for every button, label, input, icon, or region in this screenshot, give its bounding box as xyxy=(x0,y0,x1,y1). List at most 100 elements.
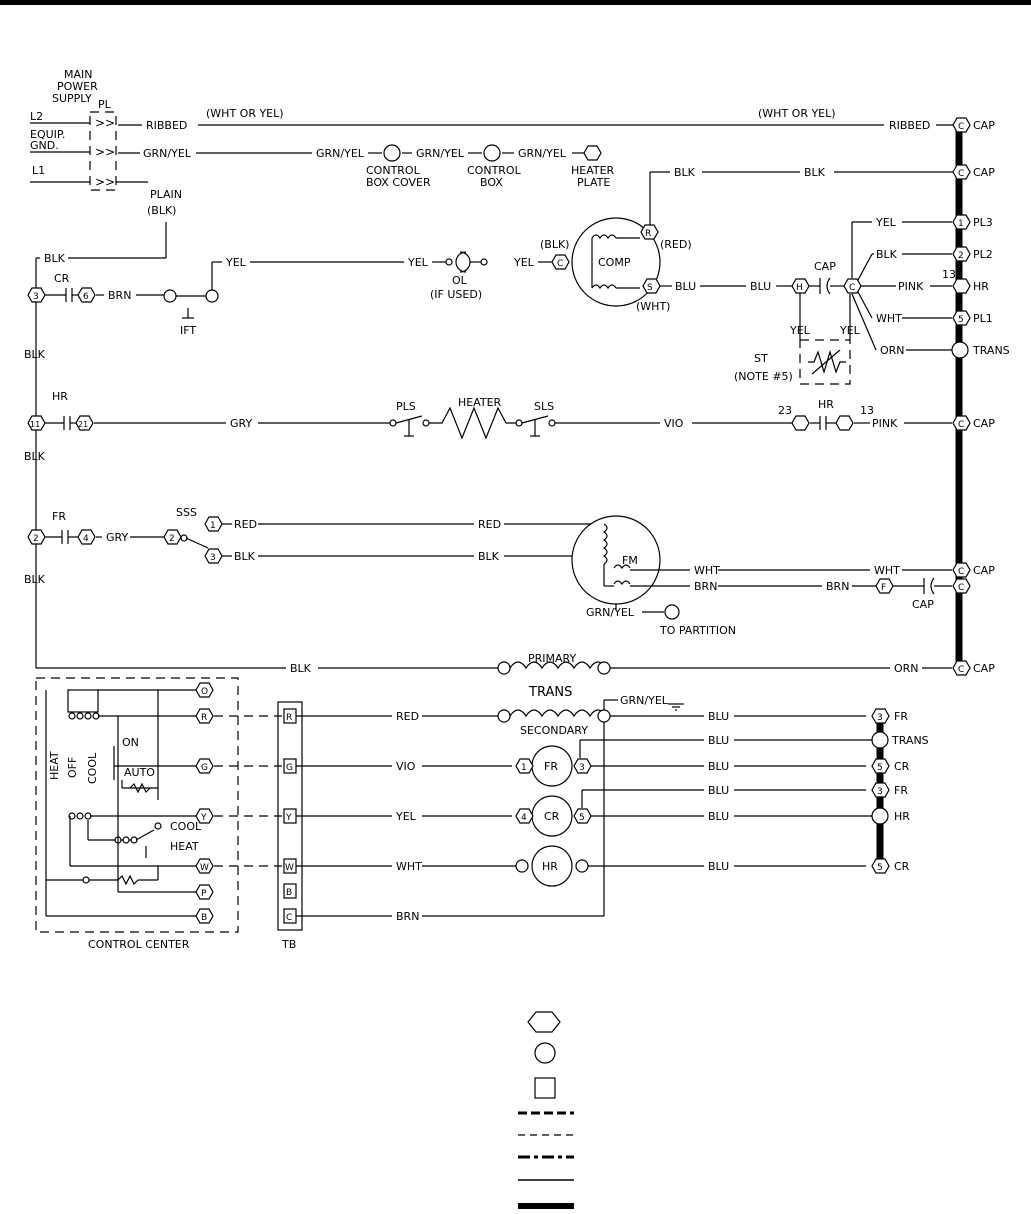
circle-ground-2 xyxy=(483,144,501,162)
svg-text:F: F xyxy=(881,583,886,593)
legend-hex-symbol xyxy=(527,1011,561,1033)
svg-text:C: C xyxy=(557,259,563,269)
hex-bus-3-fr: 3 xyxy=(871,708,890,724)
hex-terminal-c-orn: C xyxy=(952,660,971,676)
hex-terminal-c-brn: C xyxy=(952,578,971,594)
svg-text:RIBBED: RIBBED xyxy=(889,119,930,132)
hex-terminal-5-cr: 5 xyxy=(573,808,592,824)
svg-text:BLK: BLK xyxy=(234,550,256,563)
svg-text:YEL: YEL xyxy=(513,256,535,269)
hex-terminal-2-fr: 2 xyxy=(27,529,46,545)
hex-cc-b: B xyxy=(195,908,214,924)
legend-circle-symbol xyxy=(534,1042,556,1064)
svg-text:YEL: YEL xyxy=(395,810,417,823)
hex-terminal-c-blk: C xyxy=(952,164,971,180)
hex-terminal-c-wht: C xyxy=(952,562,971,578)
svg-text:(WHT OR YEL): (WHT OR YEL) xyxy=(206,107,284,120)
svg-text:C: C xyxy=(958,665,964,675)
svg-text:5: 5 xyxy=(877,863,883,873)
svg-text:ORN: ORN xyxy=(880,344,905,357)
hex-terminal-h-cap: H xyxy=(791,278,810,294)
svg-text:SECONDARY: SECONDARY xyxy=(520,724,588,737)
svg-text:FR: FR xyxy=(52,510,66,523)
hex-terminal-5-pl1: 5 xyxy=(952,310,971,326)
tb-terminal-b: B xyxy=(283,883,297,899)
hex-terminal-4-cr: 4 xyxy=(515,808,534,824)
svg-text:C: C xyxy=(958,567,964,577)
svg-text:YEL: YEL xyxy=(225,256,247,269)
svg-text:PLS: PLS xyxy=(396,400,416,413)
svg-text:>>: >> xyxy=(95,116,115,130)
svg-text:GND.: GND. xyxy=(30,139,59,152)
svg-text:WHT: WHT xyxy=(876,312,902,325)
svg-text:(WHT): (WHT) xyxy=(636,300,670,313)
svg-text:MAIN: MAIN xyxy=(64,68,93,81)
circle-terminal-trans-bus xyxy=(951,341,969,359)
svg-text:HR: HR xyxy=(818,398,834,411)
svg-text:2: 2 xyxy=(958,251,964,261)
svg-text:HEAT: HEAT xyxy=(170,840,199,853)
circle-ground-1 xyxy=(383,144,401,162)
svg-text:HR: HR xyxy=(52,390,68,403)
svg-text:C: C xyxy=(958,420,964,430)
svg-text:SUPPLY: SUPPLY xyxy=(52,92,92,105)
svg-text:C: C xyxy=(849,283,855,293)
svg-text:SSS: SSS xyxy=(176,506,197,519)
svg-text:1: 1 xyxy=(521,763,527,773)
hex-terminal-c-cap: C xyxy=(843,278,862,294)
hex-cc-r: R xyxy=(195,708,214,724)
svg-text:5: 5 xyxy=(877,763,883,773)
svg-text:CAP: CAP xyxy=(973,564,995,577)
svg-text:BLK: BLK xyxy=(876,248,898,261)
svg-text:YEL: YEL xyxy=(875,216,897,229)
control-center: CONTROL CENTER HEAT OFF COOL ON AUTO COO… xyxy=(35,677,239,951)
hex-terminal-3-left: 3 xyxy=(27,287,46,303)
hex-terminal-21-hr: 21 xyxy=(75,415,94,431)
tb-terminal-y: Y xyxy=(283,808,297,824)
svg-text:BRN: BRN xyxy=(108,289,131,302)
svg-text:POWER: POWER xyxy=(57,80,98,93)
hex-terminal-c-ribbed: C xyxy=(952,117,971,133)
svg-text:PLATE: PLATE xyxy=(577,176,610,189)
svg-text:L2: L2 xyxy=(30,110,43,123)
svg-text:BRN: BRN xyxy=(694,580,717,593)
svg-text:PINK: PINK xyxy=(872,417,898,430)
svg-text:YEL: YEL xyxy=(407,256,429,269)
svg-text:3: 3 xyxy=(877,713,883,723)
svg-text:CAP: CAP xyxy=(814,260,836,273)
svg-text:FR: FR xyxy=(544,760,558,773)
svg-text:WHT: WHT xyxy=(694,564,720,577)
svg-text:PINK: PINK xyxy=(898,280,924,293)
svg-text:AUTO: AUTO xyxy=(124,766,155,779)
svg-text:S: S xyxy=(647,283,653,293)
svg-text:ST: ST xyxy=(754,352,768,365)
svg-text:SLS: SLS xyxy=(534,400,554,413)
svg-text:ORN: ORN xyxy=(894,662,919,675)
svg-text:HEATER: HEATER xyxy=(458,396,502,409)
svg-text:GRN/YEL: GRN/YEL xyxy=(416,147,465,160)
svg-text:BLU: BLU xyxy=(675,280,696,293)
hex-terminal-s-comp: S xyxy=(642,278,661,294)
tb-terminal-c: C xyxy=(283,908,297,924)
svg-text:IFT: IFT xyxy=(180,324,196,337)
svg-text:COOL: COOL xyxy=(86,752,99,784)
svg-text:WHT: WHT xyxy=(874,564,900,577)
svg-text:4: 4 xyxy=(521,813,527,823)
svg-text:BRN: BRN xyxy=(396,910,419,923)
svg-text:COOL: COOL xyxy=(170,820,202,833)
svg-text:(NOTE #5): (NOTE #5) xyxy=(734,370,793,383)
svg-text:ON: ON xyxy=(122,736,139,749)
hex-cc-w: W xyxy=(195,858,214,874)
svg-text:PL2: PL2 xyxy=(973,248,993,261)
svg-text:4: 4 xyxy=(83,534,89,544)
svg-text:(RED): (RED) xyxy=(660,238,692,251)
svg-text:GRN/YEL: GRN/YEL xyxy=(586,606,635,619)
top-rule xyxy=(0,0,1031,5)
svg-text:R: R xyxy=(286,713,292,723)
hex-cc-y: Y xyxy=(195,808,214,824)
tb-terminal-g: G xyxy=(283,758,297,774)
svg-text:RED: RED xyxy=(396,710,419,723)
row-heater: HR GRY PLS HEATER SLS VIO 23 HR 13 PINK xyxy=(44,390,952,440)
svg-text:GRN/YEL: GRN/YEL xyxy=(143,147,192,160)
svg-text:CONTROL: CONTROL xyxy=(467,164,522,177)
